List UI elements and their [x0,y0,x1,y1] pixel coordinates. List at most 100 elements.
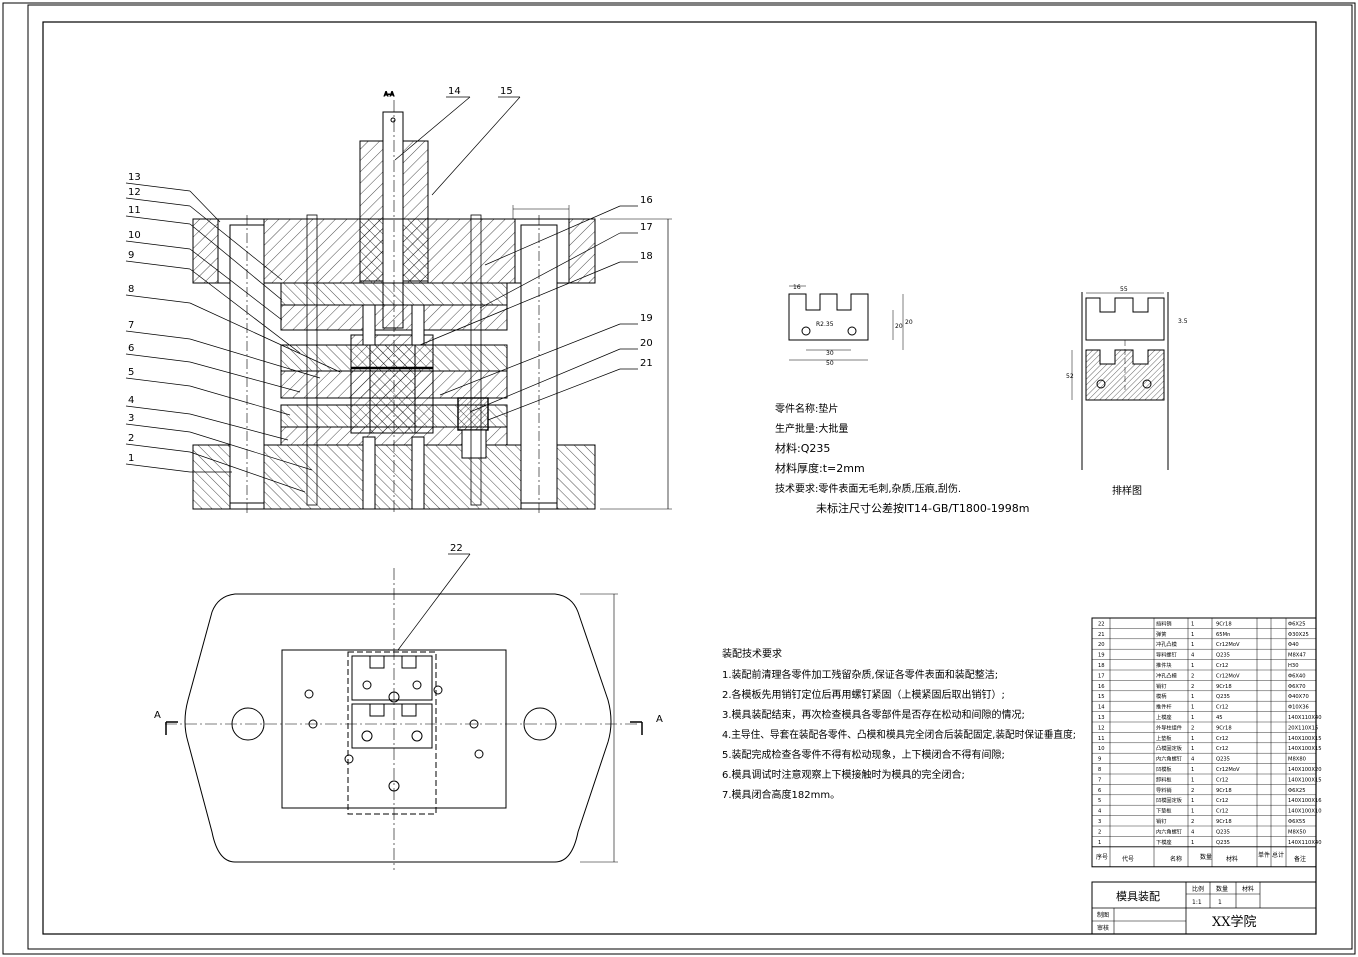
bom-cell: 2 [1098,829,1101,835]
leader-number: 19 [640,313,653,324]
bom-cell: 2 [1191,684,1194,690]
bom-cell: 内六角螺钉 [1156,827,1182,835]
leader-number: 13 [128,172,141,183]
bom-cell: 1 [1191,663,1194,669]
leader-number: 17 [640,222,653,233]
bom-cell: 2 [1191,673,1194,679]
bom-cell: Q235 [1216,653,1230,659]
bom-cell: Q235 [1216,694,1230,700]
bom-cell: 2 [1191,788,1194,794]
leader-number: 12 [128,187,141,198]
strip-caption: 排样图 [1112,484,1142,497]
bom-cell: 导料销 [1156,786,1172,794]
leader-number: 16 [640,195,653,206]
bom-cell: 140X100X15 [1288,777,1322,783]
bom-cell: 140X100X10 [1288,809,1322,815]
bom-cell: Cr12 [1216,809,1228,815]
leader-number: 2 [128,433,134,444]
bom-cell: 4 [1098,809,1102,815]
bom-cell: Cr12 [1216,746,1228,752]
strip-dims: 55 3.5 52 [1066,286,1188,380]
bom-cell: 模柄 [1156,692,1166,700]
bom-cell: Cr12 [1216,798,1228,804]
svg-text:材料: 材料 [1242,885,1254,893]
svg-text:1: 1 [1218,899,1222,906]
svg-text:20: 20 [895,323,903,330]
leader-number: 22 [450,543,463,554]
bom-cell: 弹簧 [1156,630,1166,638]
bom-cell: Cr12MoV [1216,642,1240,648]
bom-cell: 1 [1191,642,1194,648]
svg-text:审核: 审核 [1097,924,1109,932]
inner-frame [42,21,1317,935]
bom-header: 代号 [1122,855,1134,863]
title-school: XX学院 [1212,914,1257,930]
bom-cell: 凸模固定板 [1156,744,1183,752]
bom-cell: 4 [1191,653,1195,659]
svg-text:1.装配前清理各零件加工残留杂质,保证各零件表面和装配整洁;: 1.装配前清理各零件加工残留杂质,保证各零件表面和装配整洁; [722,668,998,681]
bom-cell: Φ6X55 [1288,819,1306,825]
bom-cell: Cr12 [1216,777,1228,783]
svg-text:制图: 制图 [1097,911,1109,919]
svg-text:50: 50 [826,360,834,367]
bom-cell: 1 [1191,632,1194,638]
svg-text:比例: 比例 [1192,885,1204,893]
bom-cell: 4 [1191,757,1195,763]
bom-cell: 20X110X15 [1288,725,1318,731]
bom-cell: 下垫板 [1156,807,1172,815]
bom-cell: 140X110X40 [1288,715,1322,721]
bom-cell: 6 [1098,788,1101,794]
svg-text:生产批量:大批量: 生产批量:大批量 [775,422,848,435]
bom-cell: 14 [1098,705,1105,711]
bom-cell: 7 [1098,777,1101,783]
bom-cell: 冲孔凸模 [1156,671,1177,679]
bom-cell: 140X100X20 [1288,767,1322,773]
bom-cell: 1 [1191,777,1194,783]
leader-number: 11 [128,205,141,216]
bom-cell: 19 [1098,653,1105,659]
bom-cell: 1 [1191,705,1194,711]
bom-cell: 上模座 [1156,713,1172,721]
bom-cell: 1 [1191,715,1194,721]
bom-cell: M8X47 [1288,653,1306,659]
svg-text:装配技术要求: 装配技术要求 [722,647,782,660]
bom-cell: 13 [1098,715,1105,721]
bom-cell: Cr12MoV [1216,767,1240,773]
bom-cell: 140X100X15 [1288,736,1322,742]
bom-cell: 9Cr18 [1216,621,1232,627]
bom-cell: 8 [1098,767,1101,773]
leader-number: 1 [128,453,134,464]
svg-text:3.模具装配结束，再次检查模具各零部件是否存在松动和间隙的情: 3.模具装配结束，再次检查模具各零部件是否存在松动和间隙的情况; [722,708,1025,721]
bom-cell: 冲孔凸模 [1156,640,1177,648]
bom-cell: Cr12 [1216,663,1228,669]
bom-header: 序号 [1096,853,1108,861]
bom-cell: 推件块 [1156,661,1172,669]
bom-cell: 1 [1191,694,1194,700]
plan-marker-right: A [656,714,663,725]
bom-header: 单件 [1258,851,1270,859]
bom-cell: 1 [1191,809,1194,815]
bom-cell: Φ40X70 [1288,694,1309,700]
bom-cell: Cr12 [1216,705,1228,711]
leader-number: 5 [128,367,134,378]
bom-cell: 21 [1098,632,1105,638]
svg-text:55: 55 [1120,286,1128,293]
bom-cell: 140X110X40 [1288,840,1322,846]
plan-marker-left: A [154,710,161,721]
leader-number: 4 [128,395,134,406]
leader-number: 14 [448,86,461,97]
bom-cell: Φ40 [1288,642,1299,648]
section-label: A-A [384,91,395,98]
leader-number: 6 [128,343,134,354]
bom-cell: 销钉 [1156,682,1166,690]
bom-cell: Q235 [1216,757,1230,763]
bom-cell: Φ6X40 [1288,673,1306,679]
bom-cell: 2 [1191,819,1194,825]
bom-cell: 凹模板 [1156,765,1172,773]
svg-text:技术要求:零件表面无毛刺,杂质,压痕,刮伤.: 技术要求:零件表面无毛刺,杂质,压痕,刮伤. [775,482,961,495]
svg-text:未标注尺寸公差按IT14-GB/T1800-1998m: 未标注尺寸公差按IT14-GB/T1800-1998m [816,501,1030,515]
leader-number: 9 [128,250,134,261]
